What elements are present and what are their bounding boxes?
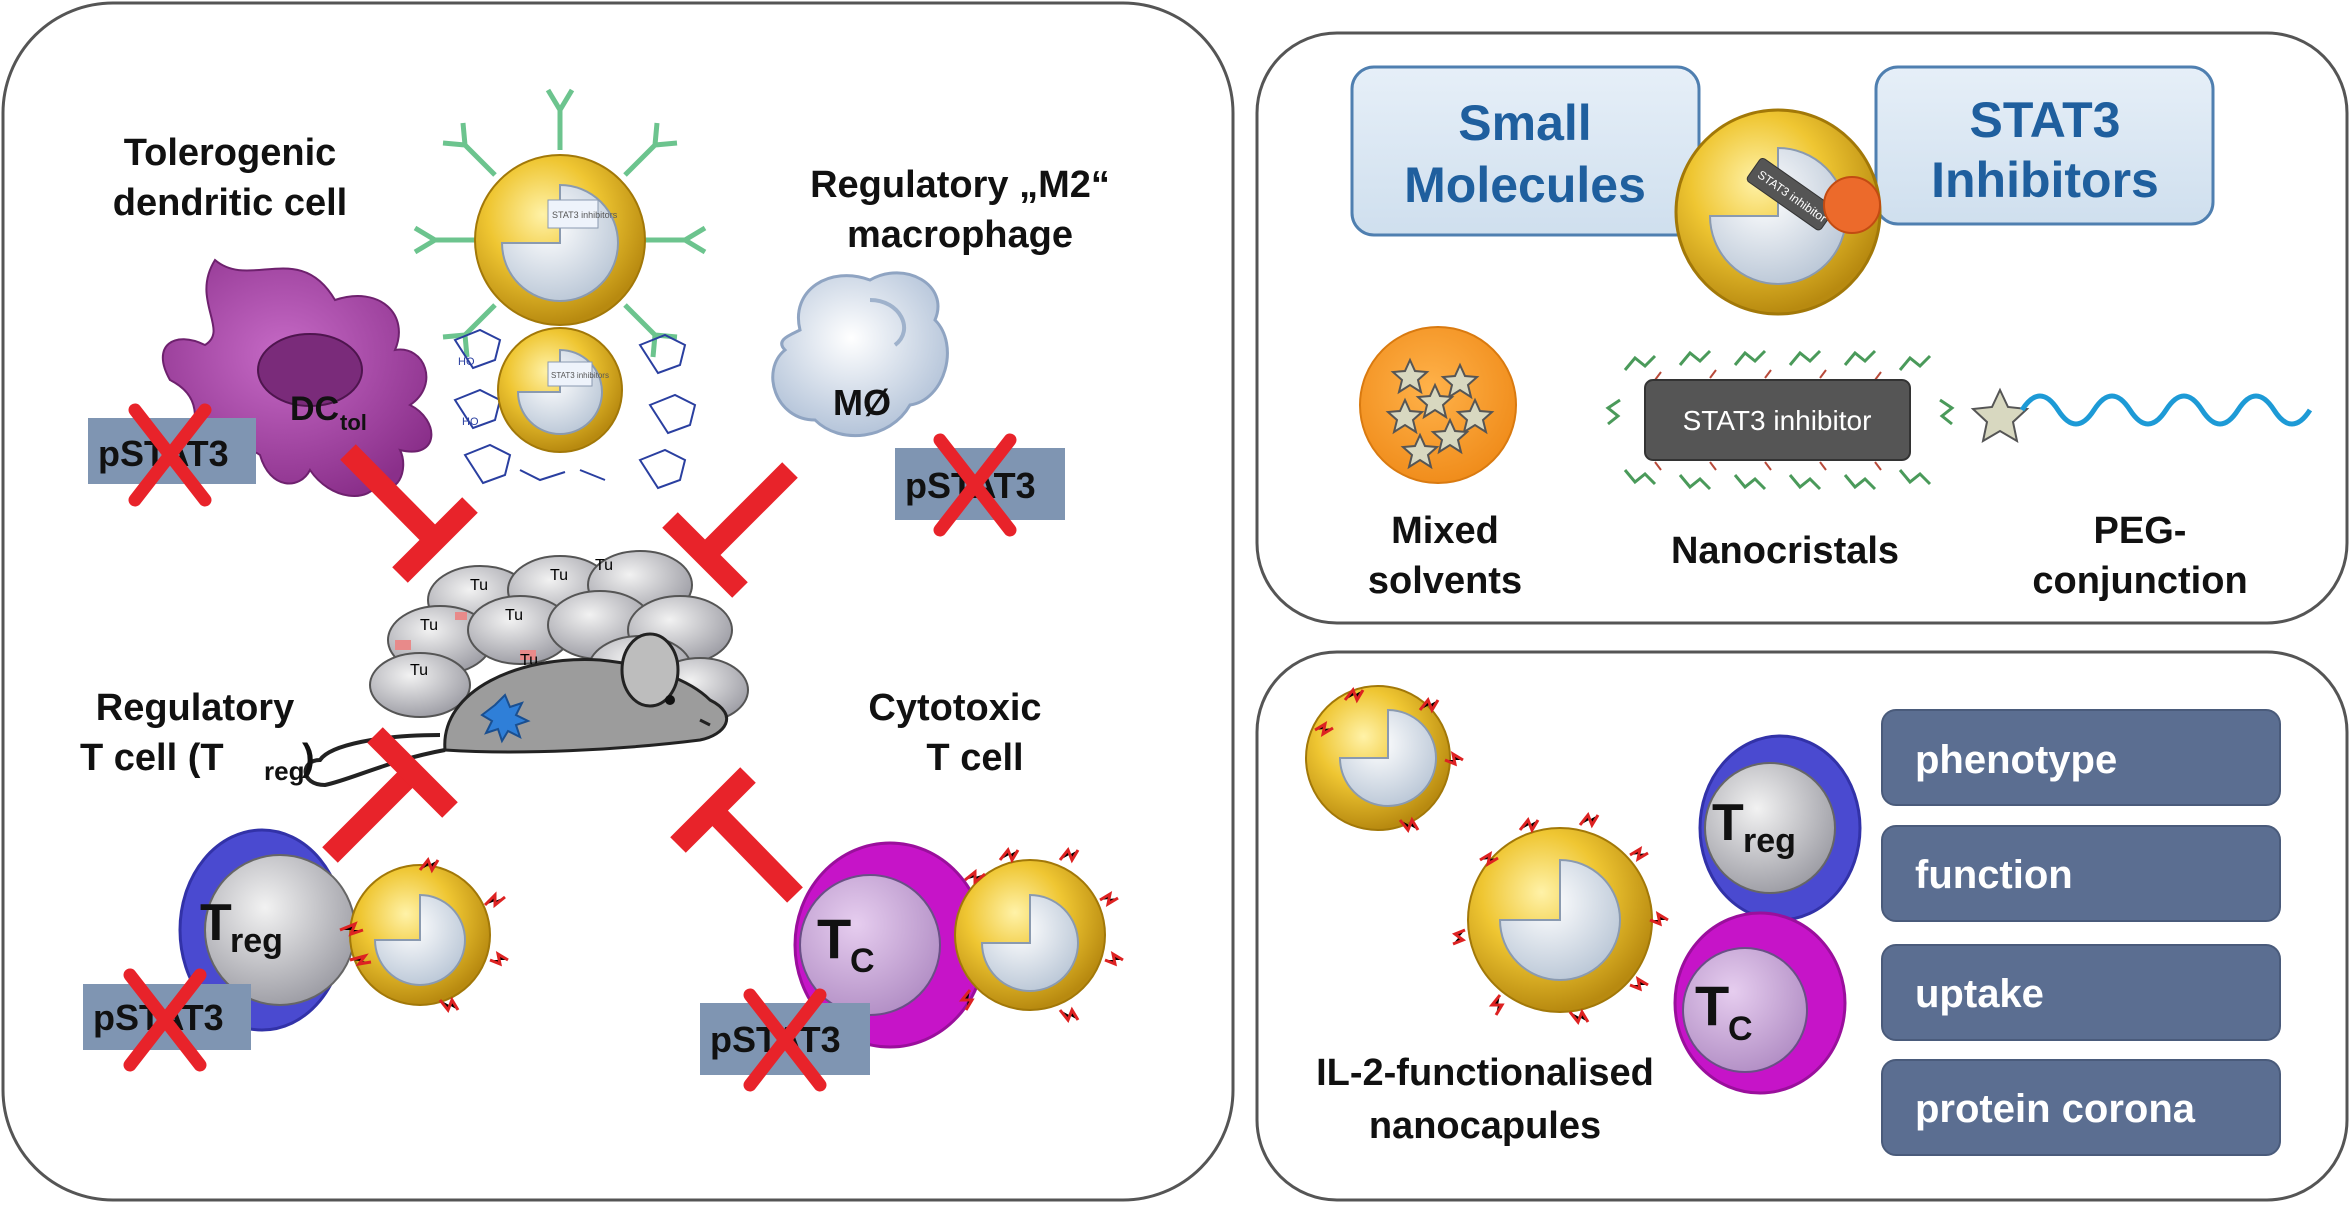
- treg-title-line2-prefix: T cell (T: [80, 737, 224, 779]
- treg-right-sub: reg: [1743, 822, 1796, 860]
- antibody-capsule-text: STAT3 inhibitors: [552, 210, 618, 220]
- nanocapsule-line2: nanocapules: [1369, 1105, 1601, 1147]
- tumor-label-6: Tu: [410, 662, 428, 679]
- inhibition-arrow-treg: [322, 727, 458, 863]
- small-molecules-line2: Molecules: [1404, 157, 1646, 213]
- star-icon: [1385, 357, 1495, 470]
- inhibition-arrow-tc: [670, 767, 803, 903]
- top-nanocapsule: STAT3 inhibitor: [1674, 108, 1882, 316]
- treg-cell-right: T reg: [1698, 734, 1862, 922]
- pill-phenotype-label: phenotype: [1915, 738, 2117, 782]
- tumor-label-2: Tu: [550, 567, 568, 584]
- treg-right-label: T: [1712, 794, 1744, 852]
- cross-icon: [128, 403, 212, 507]
- treg-title-line1: Regulatory: [96, 687, 294, 729]
- pill-protein-corona: protein corona: [1881, 1059, 2281, 1156]
- treg-nanocapsule: [339, 857, 509, 1013]
- tc-right-sub: C: [1728, 1010, 1753, 1048]
- sugar-label-2: HO: [462, 416, 479, 428]
- tumor-label-1: Tu: [470, 577, 488, 594]
- treg-title-line2-sub: reg: [264, 756, 304, 786]
- cross-icon: [123, 968, 207, 1072]
- small-molecules-box: Small Molecules: [1350, 65, 1701, 237]
- cross-icon: [743, 988, 827, 1092]
- pill-function: function: [1881, 825, 2281, 922]
- pill-function-label: function: [1915, 853, 2073, 897]
- antibody-nanocapsule: STAT3 inhibitors: [413, 88, 707, 358]
- pill-phenotype: phenotype: [1881, 709, 2281, 806]
- tc-title-line2: T cell: [926, 737, 1023, 779]
- nanocapsule-large: [1451, 812, 1669, 1025]
- inhibition-arrow-dc: [340, 444, 478, 583]
- nanocrystal: STAT3 inhibitor: [1605, 349, 1955, 491]
- nanocapsule-line1: IL-2-functionalised: [1316, 1052, 1654, 1094]
- macrophage-label: MØ: [833, 382, 891, 423]
- peg-line1: PEG-: [2094, 510, 2187, 552]
- dc-title-line1: Tolerogenic: [124, 132, 337, 174]
- treg-cell: T reg: [178, 828, 356, 1032]
- mixed-solvents-line1: Mixed: [1391, 510, 1499, 552]
- sugar-label-1: HO: [458, 356, 475, 368]
- m2-title-line1: Regulatory „M2“: [810, 164, 1110, 206]
- nanocristals-label: Nanocristals: [1671, 530, 1899, 572]
- m2-title-line2: macrophage: [847, 214, 1073, 256]
- pstat3-box-m2: pSTAT3: [895, 433, 1065, 537]
- macrophage: MØ: [771, 271, 949, 438]
- pill-protein-corona-label: protein corona: [1915, 1087, 2196, 1131]
- dc-cell-subscript: tol: [340, 410, 367, 435]
- cross-icon: [933, 433, 1017, 537]
- tc-right-label: T: [1695, 974, 1729, 1037]
- stat3-inhibitors-box: STAT3 Inhibitors: [1874, 65, 2215, 226]
- pstat3-box-dc: pSTAT3: [88, 403, 256, 507]
- tc-title-line1: Cytotoxic: [868, 687, 1041, 729]
- small-molecules-line1: Small: [1458, 95, 1591, 151]
- pstat3-box-tc: pSTAT3: [700, 988, 870, 1092]
- tc-cell-label: T: [817, 907, 851, 970]
- tc-cell-right: T C: [1673, 911, 1847, 1095]
- stat3-inhibitors-line2: Inhibitors: [1931, 152, 2159, 208]
- treg-cell-label: T: [200, 894, 232, 952]
- sugar-capsule-text: STAT3 inhibitors: [551, 371, 609, 380]
- pstat3-box-treg: pSTAT3: [83, 968, 251, 1072]
- treg-cell-subscript: reg: [230, 922, 283, 960]
- nanocrystal-label: STAT3 inhibitor: [1683, 405, 1872, 436]
- tumor-label-5: Tu: [420, 617, 438, 634]
- pill-uptake: uptake: [1881, 944, 2281, 1041]
- tc-cell-subscript: C: [850, 942, 875, 980]
- tumor-label-4: Tu: [505, 607, 523, 624]
- mixed-solvents-line2: solvents: [1368, 560, 1522, 602]
- pill-uptake-label: uptake: [1915, 972, 2044, 1016]
- inhibition-arrow-m2: [662, 462, 798, 598]
- peg-line2: conjunction: [2032, 560, 2247, 602]
- treg-title-line2-suffix: ): [302, 737, 315, 779]
- mouse: [303, 632, 729, 788]
- peg-chain: [1970, 387, 2313, 444]
- tumor-label-3: Tu: [595, 557, 613, 574]
- stat3-inhibitors-line1: STAT3: [1970, 92, 2121, 148]
- mixed-solvents-droplet: [1359, 326, 1517, 484]
- tc-nanocapsule: [954, 847, 1124, 1023]
- sugar-nanocapsule: HO HO STAT3 inhibitors: [453, 327, 697, 490]
- nanocapsule-small: [1305, 685, 1464, 833]
- dc-cell-label: DC: [290, 390, 339, 428]
- dc-title-line2: dendritic cell: [113, 182, 347, 224]
